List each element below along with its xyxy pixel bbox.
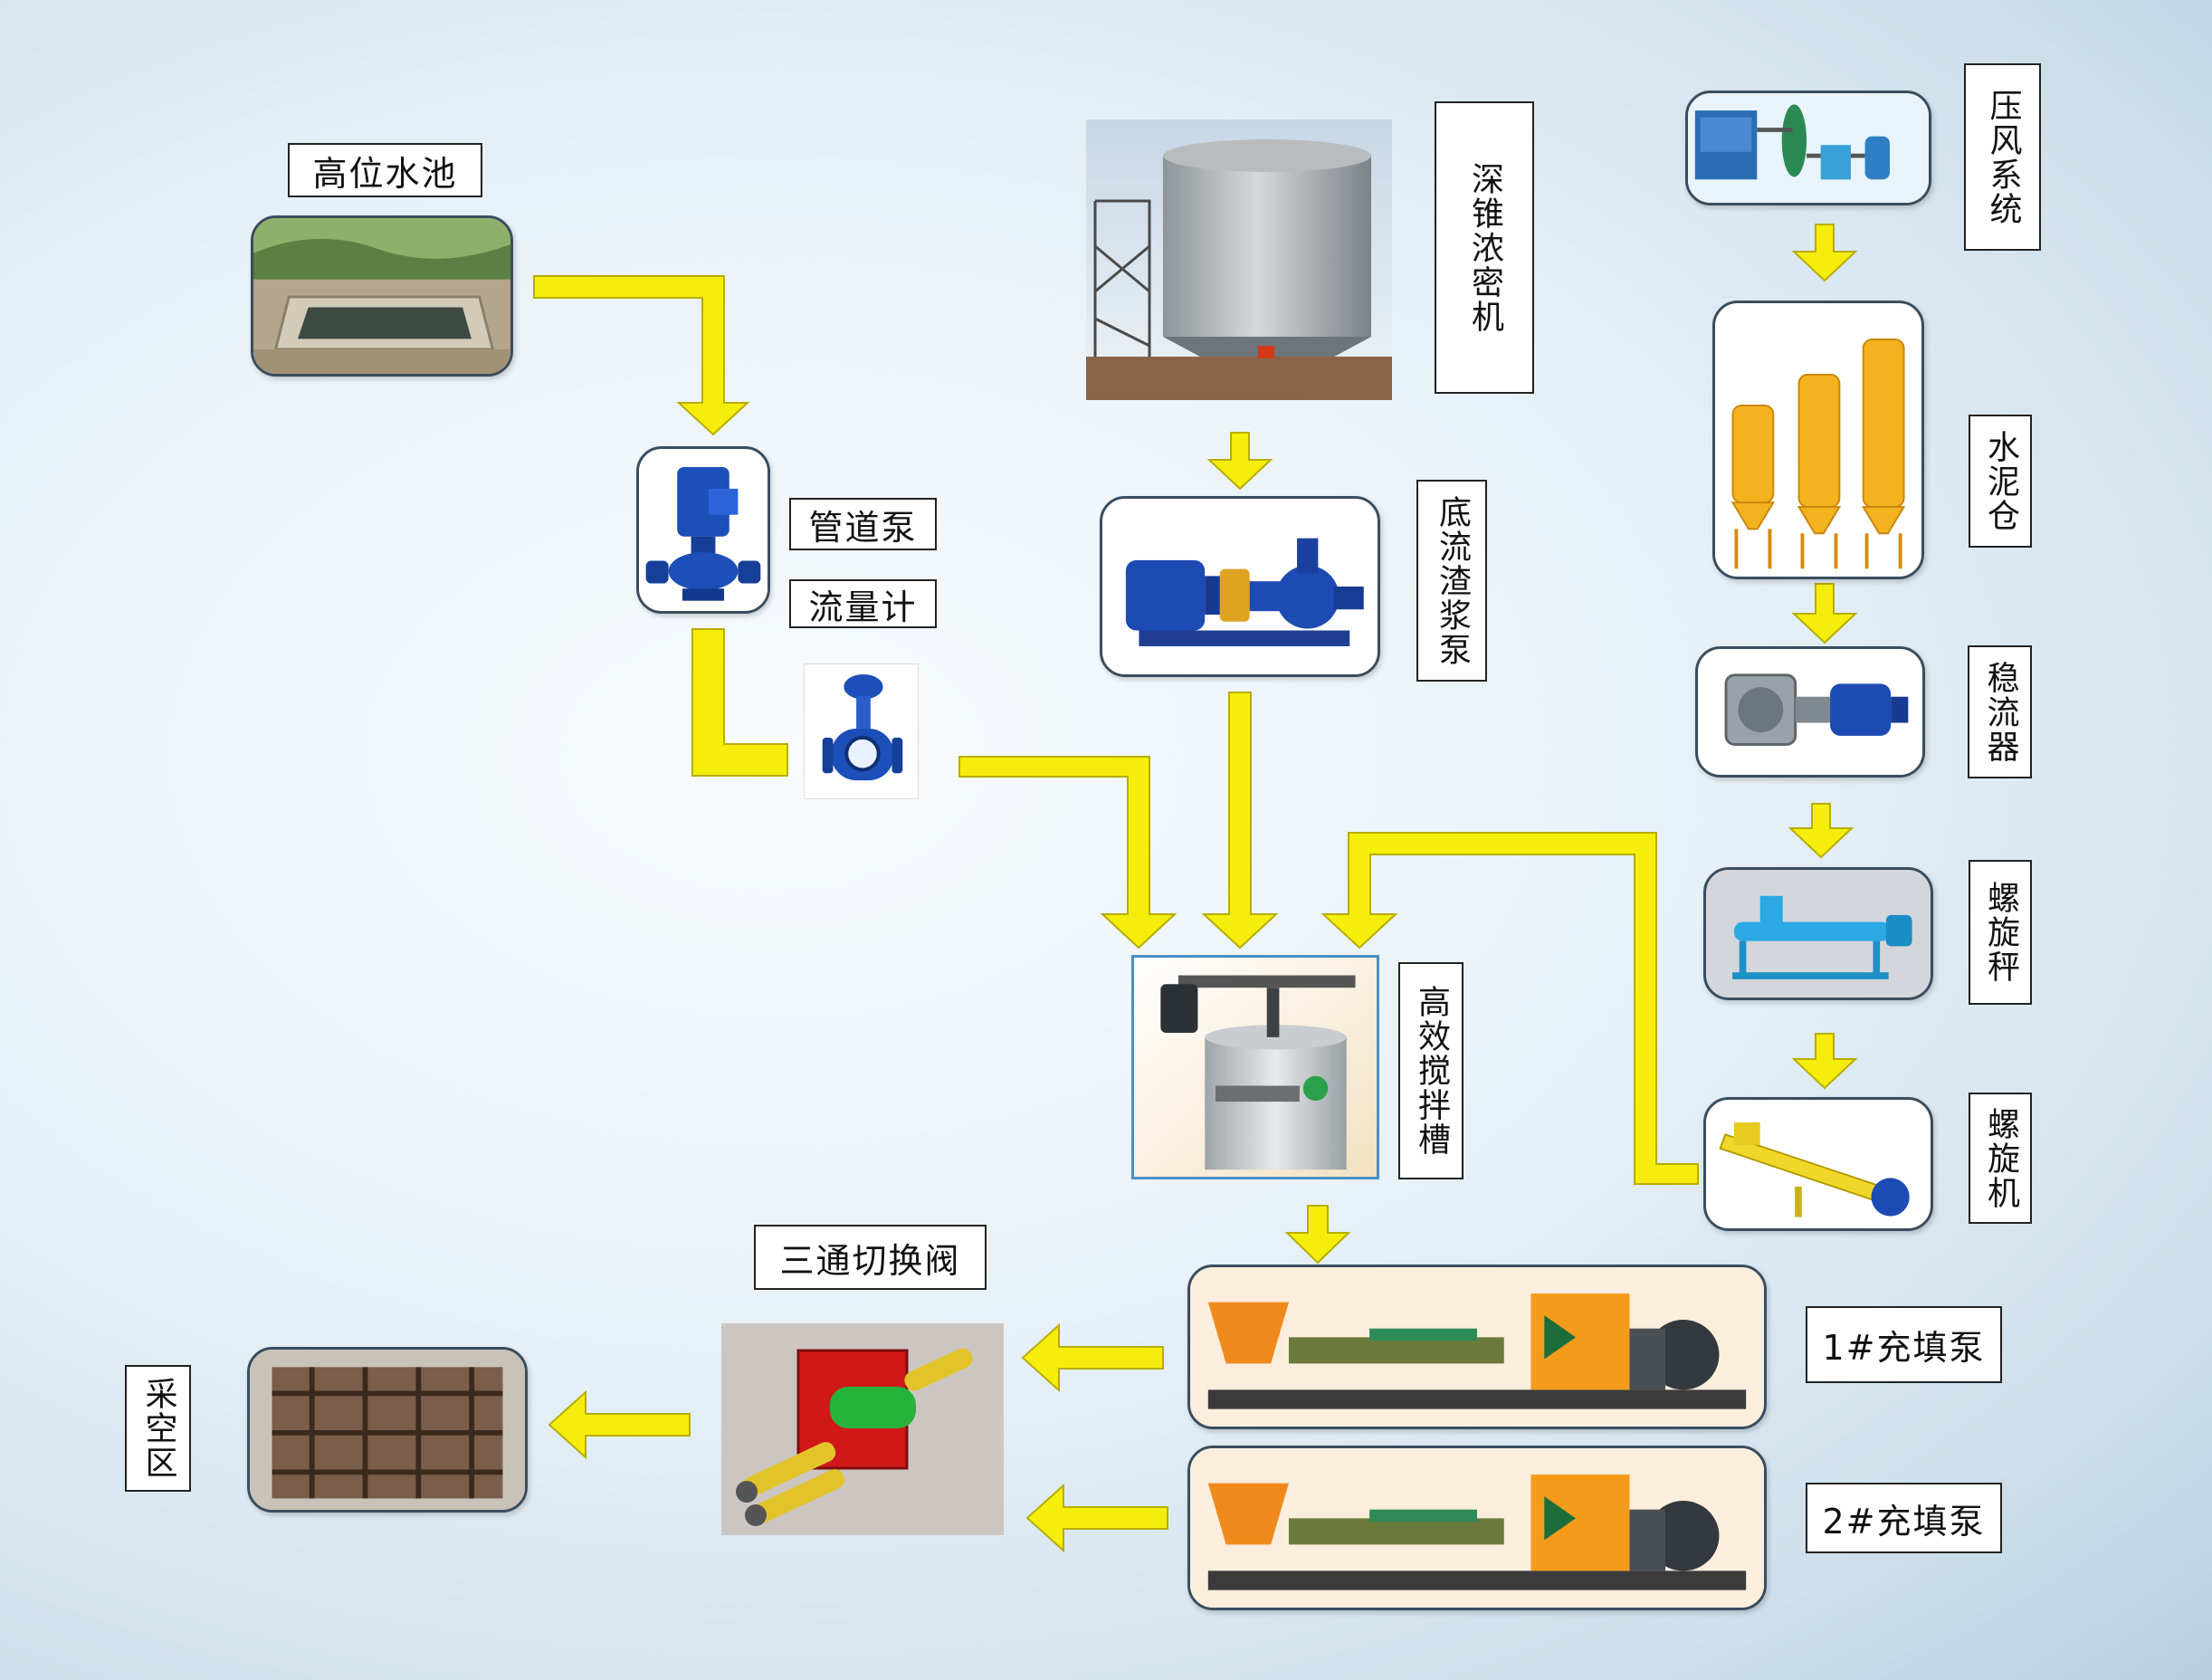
arrow-underflow-to-agitator bbox=[1201, 692, 1279, 950]
label-flowmeter: 流量计 bbox=[789, 579, 937, 628]
agitator-image bbox=[1131, 955, 1379, 1179]
arrow-pump-to-flowmeter bbox=[691, 628, 788, 777]
label-pipeline-pump: 管道泵 bbox=[789, 498, 937, 550]
air-system-image bbox=[1685, 91, 1931, 205]
arrow-scale-to-conveyor bbox=[1791, 1033, 1858, 1090]
label-fill-pump-1: 1#充填泵 bbox=[1806, 1306, 2002, 1383]
label-agitator: 高效搅拌槽 bbox=[1398, 962, 1464, 1179]
fill-pump-1-image bbox=[1187, 1265, 1767, 1429]
fill-pump-2-image bbox=[1187, 1446, 1767, 1610]
label-three-way-valve: 三通切换阀 bbox=[754, 1225, 987, 1290]
label-air-system: 压风系统 bbox=[1964, 63, 2041, 251]
label-reservoir: 高位水池 bbox=[288, 143, 482, 197]
reservoir-image bbox=[251, 215, 513, 377]
label-screw-conveyor: 螺旋机 bbox=[1969, 1093, 2032, 1224]
arrow-stabilizer-to-scale bbox=[1788, 803, 1854, 859]
screw-scale-image bbox=[1703, 867, 1933, 1000]
label-underflow-pump: 底流渣浆泵 bbox=[1416, 480, 1487, 682]
label-stabilizer: 稳流器 bbox=[1968, 645, 2032, 778]
thickener-image bbox=[1086, 119, 1392, 400]
stabilizer-image bbox=[1695, 646, 1925, 778]
label-cement-silo: 水泥仓 bbox=[1969, 415, 2032, 548]
label-thickener: 深锥浓密机 bbox=[1435, 101, 1534, 394]
goaf-image bbox=[247, 1347, 528, 1513]
label-fill-pump-2: 2#充填泵 bbox=[1806, 1483, 2002, 1553]
label-screw-scale: 螺旋秤 bbox=[1969, 860, 2032, 1005]
arrow-air-to-silo bbox=[1791, 224, 1858, 282]
arrow-valve-to-goaf bbox=[548, 1389, 691, 1460]
screw-conveyor-image bbox=[1703, 1097, 1933, 1231]
flowmeter-image bbox=[804, 663, 919, 799]
label-goaf: 采空区 bbox=[125, 1365, 191, 1492]
three-way-valve-image bbox=[721, 1323, 1004, 1535]
pipeline-pump-image bbox=[636, 446, 770, 614]
arrow-thickener-to-pump bbox=[1206, 432, 1273, 491]
arrow-agitator-to-fillpump bbox=[1284, 1205, 1351, 1265]
underflow-pump-image bbox=[1100, 496, 1380, 677]
arrow-silo-to-stabilizer bbox=[1791, 583, 1858, 644]
arrow-fillpump2-to-valve bbox=[1025, 1483, 1168, 1553]
arrow-reservoir-to-pump bbox=[533, 275, 750, 436]
arrow-fillpump1-to-valve bbox=[1021, 1322, 1164, 1393]
arrow-conveyor-to-agitator bbox=[1321, 832, 1699, 1185]
cement-silo-image bbox=[1712, 301, 1924, 579]
arrow-flowmeter-to-agitator bbox=[958, 756, 1178, 950]
